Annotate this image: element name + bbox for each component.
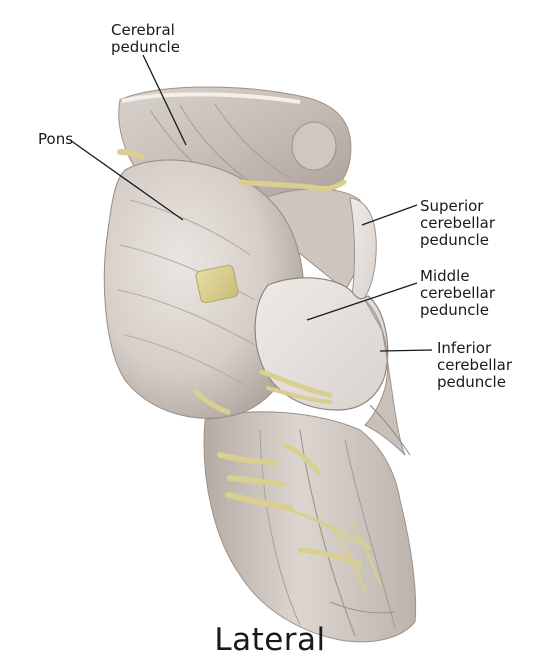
label-superior-cerebellar-peduncle: Superior cerebellar peduncle [420, 197, 495, 249]
leader-inferior-cerebellar-peduncle [379, 349, 433, 352]
inferior-cerebellar-peduncle [364, 299, 411, 456]
label-inferior-cerebellar-peduncle: Inferior cerebellar peduncle [437, 339, 512, 391]
label-pons: Pons [38, 130, 74, 148]
leader-cerebral-peduncle [142, 54, 187, 146]
leader-middle-cerebellar-peduncle [306, 282, 418, 321]
view-caption: Lateral [214, 622, 326, 658]
leader-superior-cerebellar-peduncle [361, 204, 418, 226]
label-middle-cerebellar-peduncle: Middle cerebellar peduncle [420, 267, 495, 319]
leader-lines [69, 54, 433, 352]
label-cerebral-peduncle: Cerebral peduncle [111, 21, 180, 56]
medulla [203, 411, 417, 643]
leader-pons [69, 139, 184, 221]
cranial-nerves [117, 149, 381, 592]
middle-cerebellar-peduncle [254, 277, 389, 411]
